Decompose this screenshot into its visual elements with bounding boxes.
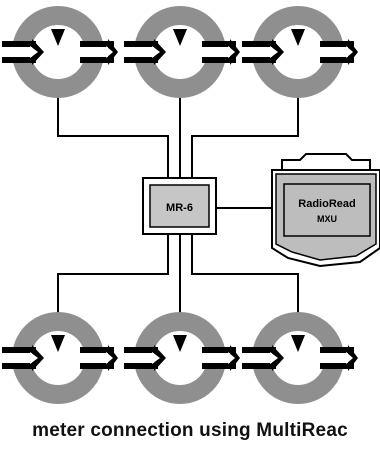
hub-label: MR-6 (166, 202, 193, 214)
radioread-reader: RadioRead MXU (271, 153, 380, 268)
line-top-right (191, 96, 299, 178)
line-top-left (57, 96, 169, 178)
reader-label-line2: MXU (317, 214, 337, 224)
line-bottom-left (57, 234, 169, 314)
hub-box: MR-6 (142, 177, 217, 235)
meter-top-center-icon (124, 6, 240, 98)
meter-top-left-icon (2, 6, 118, 98)
reader-label-line1: RadioRead (298, 198, 355, 210)
meter-bottom-left-icon (2, 312, 118, 404)
meter-top-right-icon (242, 6, 358, 98)
connection-lines (57, 96, 299, 314)
meter-bottom-right-icon (242, 312, 358, 404)
diagram-caption: meter connection using MultiReac (32, 420, 348, 441)
meter-bottom-center-icon (124, 312, 240, 404)
line-bottom-right (191, 234, 299, 314)
